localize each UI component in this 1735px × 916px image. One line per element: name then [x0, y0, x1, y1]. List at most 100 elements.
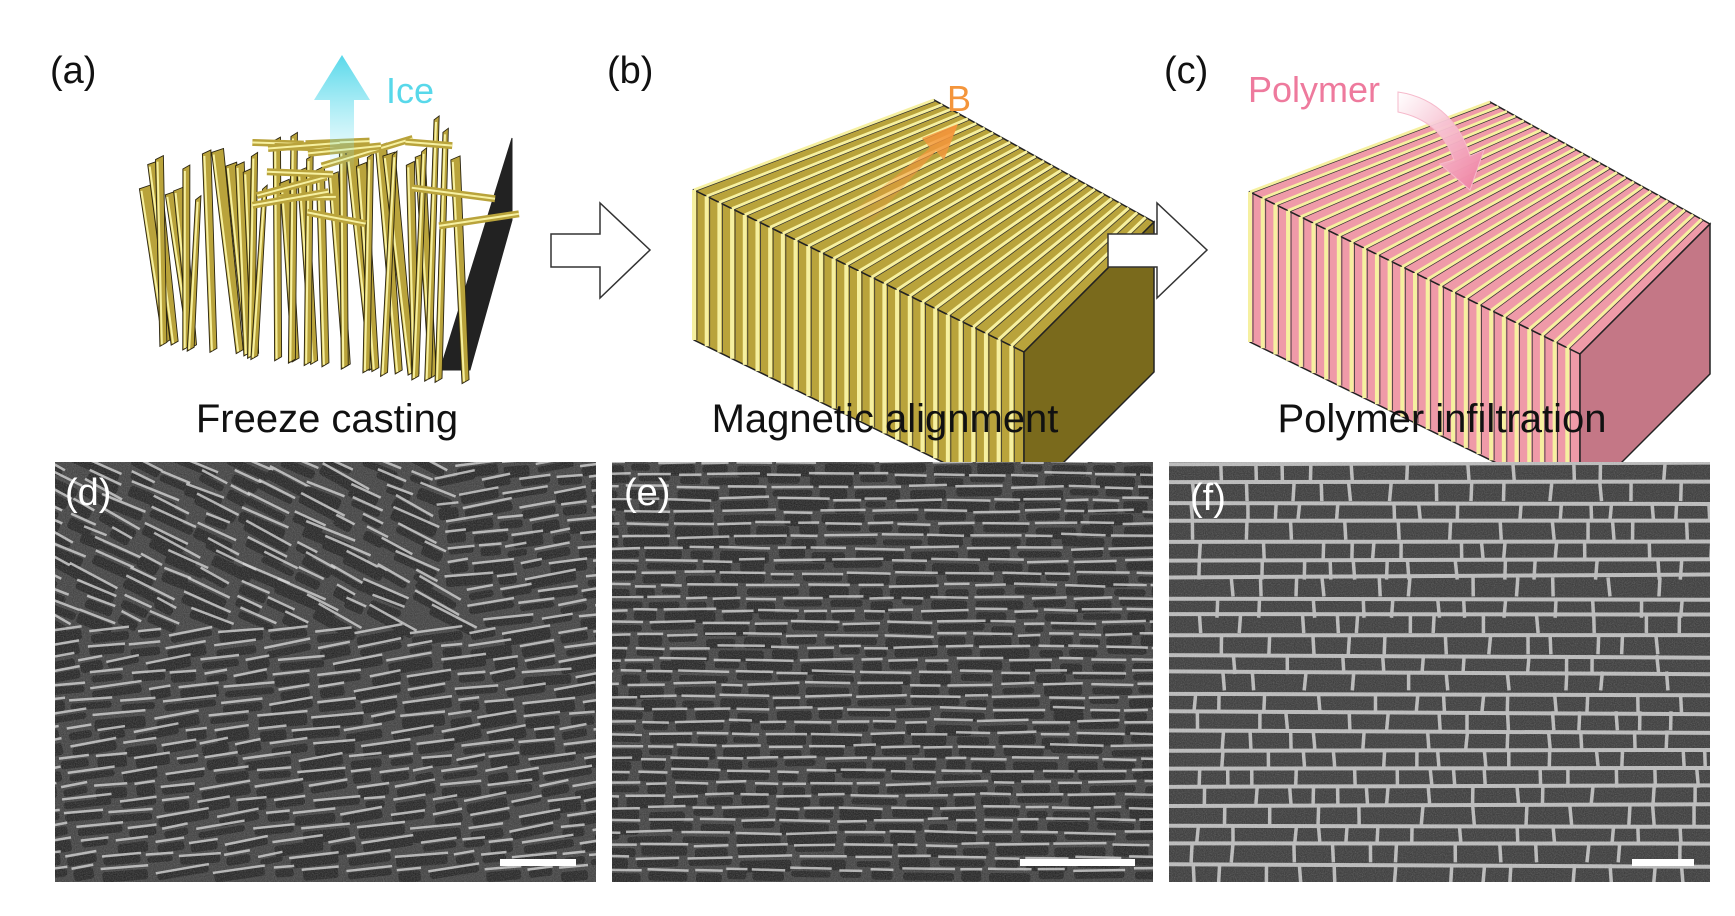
- lamella-top-highlight: [266, 170, 334, 176]
- lamella-top-edge: [898, 175, 1072, 291]
- lamella-top-edge: [987, 208, 1131, 335]
- lamella-top-stripe: [1464, 180, 1635, 300]
- sem-wall: [1122, 462, 1153, 463]
- panel-letter-a: (a): [50, 50, 96, 92]
- lamella-top-stripe: [1249, 100, 1491, 194]
- sem-wall: [33, 752, 54, 758]
- lamella-top-stripe: [1515, 199, 1669, 325]
- lamella-top-edge: [860, 161, 1047, 273]
- sem-wall: [1708, 541, 1710, 561]
- lamella-highlight: [340, 148, 345, 368]
- lamella-highlight: [236, 167, 247, 355]
- scale-bar-d: [500, 859, 576, 866]
- sem-wall: [1722, 577, 1723, 596]
- lamella-top-highlight: [252, 190, 329, 207]
- lamella-top-stripe: [1338, 133, 1550, 237]
- sem-pore: [55, 572, 58, 588]
- block-side-face: [1579, 222, 1711, 506]
- panel-a: (a) Ice Freeze casting: [50, 50, 520, 441]
- lamella-highlight: [317, 172, 325, 365]
- lamella-top-highlight: [405, 140, 453, 147]
- lamella-top-edge: [975, 203, 1123, 329]
- lamella-top-edge: [1454, 177, 1628, 293]
- sem-micrograph-e: (e): [612, 459, 1191, 882]
- lamella-top-stripe: [1325, 128, 1542, 231]
- lamella-top-highlight: [438, 212, 520, 227]
- lamella-top-stripe: [1502, 194, 1661, 318]
- sem-wall: [1717, 826, 1719, 845]
- lamella-top-edge: [1378, 149, 1577, 256]
- sem-wall: [1732, 599, 1733, 618]
- lamella-top-edge: [1302, 121, 1526, 219]
- magnetic-field-arrow: [848, 124, 958, 228]
- lamella-top-edge: [733, 114, 962, 211]
- lamella-top-stripe: [1553, 213, 1695, 343]
- lamella-top-stripe: [1388, 152, 1584, 262]
- aligned-scaffold: [692, 98, 1156, 504]
- lamella-top-edge: [911, 180, 1081, 298]
- lamella-top-stripe: [1414, 161, 1601, 275]
- lamella-top-stripe: [870, 164, 1054, 279]
- panel-b: (b) B Magnetic alignment: [607, 50, 1156, 504]
- sem-wall: [1720, 464, 1722, 483]
- lamella-highlight: [383, 157, 412, 374]
- lamella-top-stripe: [972, 202, 1122, 329]
- lamella-top-edge: [924, 185, 1089, 304]
- lamella-top-edge: [1492, 191, 1653, 312]
- lamella-highlight: [436, 134, 446, 381]
- lamella-top-edge: [1480, 187, 1645, 306]
- lamella-top-edge: [1531, 205, 1679, 331]
- sem-wall: [1715, 482, 1716, 501]
- process-arrow-1: [550, 201, 652, 300]
- lamella-top-edge: [1391, 154, 1586, 262]
- lamella-top-edge: [1569, 220, 1704, 350]
- lamella-top-highlight: [256, 175, 328, 197]
- sem-pore: [34, 755, 55, 770]
- lamella-highlight: [425, 121, 438, 380]
- lamella-top-highlight: [307, 211, 366, 225]
- sem-micrograph-d: (d): [33, 462, 596, 882]
- sem-wall: [1160, 459, 1191, 462]
- lamella-top-edge: [1518, 201, 1670, 325]
- lamella-top-edge: [708, 105, 945, 198]
- sem-pore: [55, 785, 58, 800]
- lamella-top-stripe: [858, 159, 1045, 273]
- lamella-top-stripe: [1477, 185, 1644, 306]
- lamella-top-edge: [1251, 102, 1493, 194]
- lamella-top-stripe: [1540, 208, 1686, 337]
- lamella-top-stripe: [693, 98, 935, 192]
- lamella-top-highlight: [411, 186, 496, 200]
- lamella-top-stripe: [845, 155, 1037, 267]
- panel-letter-b: (b): [607, 50, 653, 92]
- lamella-highlight: [274, 143, 278, 359]
- infiltrated-composite: [1248, 100, 1712, 506]
- sem-wall: [34, 797, 55, 802]
- lamella-top-stripe: [807, 140, 1011, 248]
- lamella-top-edge: [1366, 144, 1569, 250]
- freeze-cast-scaffold: [138, 114, 520, 385]
- sem-wall: [823, 462, 876, 463]
- lamella-top-edge: [1505, 196, 1662, 318]
- lamella-top-stripe: [718, 107, 952, 204]
- lamella-top-stripe: [883, 169, 1062, 285]
- lamella-top-edge: [810, 142, 1013, 248]
- lamella-top-edge: [1353, 140, 1560, 244]
- lamella-top-stripe: [1439, 171, 1618, 287]
- lamella-top-stripe: [1452, 175, 1627, 293]
- lamella-top-stripe: [1350, 138, 1559, 244]
- panel-letter-c: (c): [1164, 50, 1208, 92]
- sem-pore: [35, 798, 54, 806]
- lamella-top-stripe: [1312, 124, 1533, 225]
- lamella-highlight: [363, 159, 371, 371]
- lamella-top-stripe: [731, 112, 960, 211]
- lamella-highlight: [248, 158, 255, 357]
- lamella-top-edge: [1467, 182, 1637, 300]
- lamella-highlight: [188, 201, 199, 350]
- lamella-top-stripe: [934, 187, 1096, 310]
- lamella-highlight: [251, 191, 266, 358]
- lamella-top-edge: [848, 157, 1038, 267]
- lamella-top-edge: [1277, 112, 1510, 206]
- lamella-top-edge: [1315, 126, 1535, 225]
- lamella-top-stripe: [984, 206, 1130, 335]
